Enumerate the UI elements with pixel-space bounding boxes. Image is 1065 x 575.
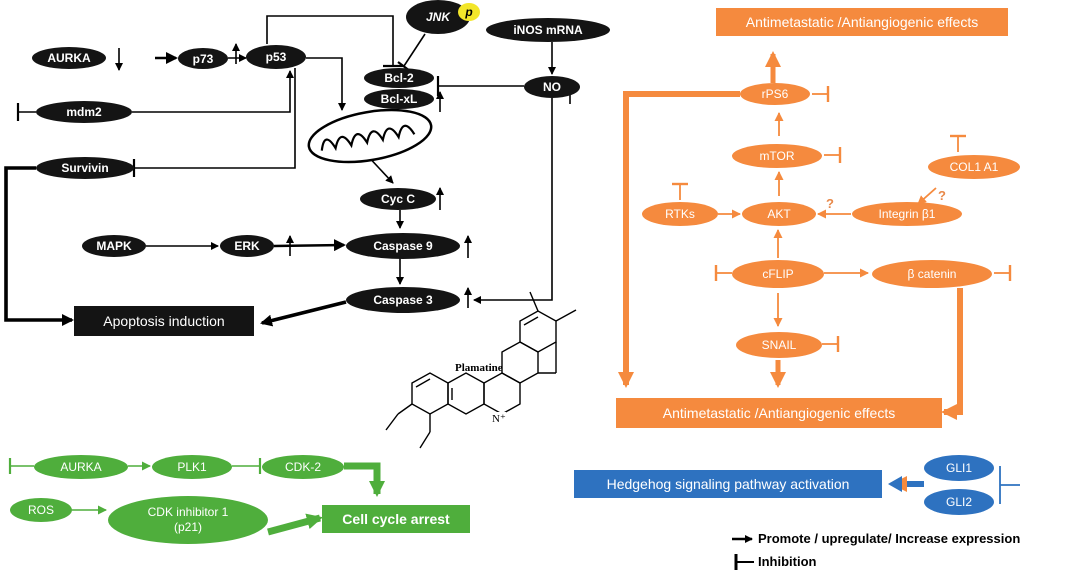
cdk-inhibitor-node: CDK inhibitor 1 (p21) (108, 496, 268, 544)
cdk2-node: CDK-2 (262, 455, 344, 479)
no-label: NO (543, 80, 561, 94)
caspase9-node: Caspase 9 (346, 233, 460, 259)
p73-node: p73 (178, 48, 228, 69)
cell-cycle-arrest-label: Cell cycle arrest (342, 511, 450, 527)
plamatine-cation: N⁺ (492, 412, 506, 425)
rps6-node: rPS6 (740, 83, 810, 105)
metastasis-connectors (618, 51, 1012, 420)
mtor-label: mTOR (759, 149, 795, 163)
gli1-label: GLI1 (945, 461, 972, 475)
cell-cycle-connectors (8, 458, 385, 536)
hedgehog-activation-box: Hedgehog signaling pathway activation (574, 470, 882, 498)
jnk-phospho-badge: p (458, 3, 480, 21)
effects-top-label: Antimetastatic /Antiangiogenic effects (745, 14, 979, 30)
gli2-label: GLI2 (945, 495, 972, 509)
effects-bottom-box: Antimetastatic /Antiangiogenic effects (616, 398, 942, 428)
no-node: NO (524, 76, 580, 98)
p53-node: p53 (246, 45, 306, 69)
bcl2-label: Bcl-2 (384, 71, 414, 85)
akt-question-mark: ? (826, 196, 834, 211)
mtor-node: mTOR (732, 144, 822, 168)
apoptosis-induction-box: Apoptosis induction (74, 306, 254, 336)
rtks-node: RTKs (642, 202, 718, 226)
akt-label: AKT (767, 207, 791, 221)
gli2-node: GLI2 (924, 489, 994, 515)
jnk-label: JNK (425, 10, 450, 24)
b-catenin-label: β catenin (907, 267, 957, 281)
cdk2-label: CDK-2 (284, 460, 321, 474)
akt-node: AKT (742, 202, 816, 226)
caspase3-label: Caspase 3 (373, 293, 433, 307)
cflip-node: cFLIP (732, 260, 824, 288)
aurka-node-cell-cycle: AURKA (34, 455, 128, 479)
legend-inhibition: Inhibition (758, 554, 817, 569)
cdk-inhibitor-line1: CDK inhibitor 1 (147, 505, 229, 519)
plk1-label: PLK1 (177, 460, 207, 474)
cyc-c-node: Cyc C (360, 188, 436, 210)
rtks-label: RTKs (665, 207, 695, 221)
plamatine-name: Plamatine (455, 362, 503, 374)
ros-node: ROS (10, 498, 72, 522)
cell-cycle-arrest-box: Cell cycle arrest (322, 505, 470, 533)
cyc-c-label: Cyc C (380, 192, 415, 206)
legend-symbols (732, 535, 754, 570)
cflip-label: cFLIP (762, 267, 794, 281)
effects-top-box: Antimetastatic /Antiangiogenic effects (716, 8, 1008, 36)
mapk-node: MAPK (82, 235, 146, 257)
integrin-b1-label: Integrin β1 (878, 207, 936, 221)
hedgehog-arrowhead (888, 476, 902, 492)
ros-label: ROS (27, 503, 54, 517)
apoptosis-connectors (4, 15, 574, 327)
mdm2-node: mdm2 (36, 101, 132, 123)
snail-node: SNAIL (736, 332, 822, 358)
survivin-label: Survivin (61, 161, 109, 175)
jnk-phospho-label: p (465, 5, 473, 19)
legend-promote: Promote / upregulate/ Increase expressio… (758, 531, 1021, 546)
plamatine-structure (385, 291, 577, 449)
bcl2-node: Bcl-2 (364, 68, 434, 88)
aurka-node-apoptosis: AURKA (32, 47, 106, 69)
integrin-b1-node: Integrin β1 (852, 202, 962, 226)
col1a1-node: COL1 A1 (928, 155, 1020, 179)
aurka-cc-label: AURKA (60, 460, 102, 474)
snail-label: SNAIL (761, 338, 797, 352)
mitochondria-icon (307, 108, 433, 164)
plk1-node: PLK1 (152, 455, 232, 479)
erk-node: ERK (220, 235, 274, 257)
rps6-label: rPS6 (761, 87, 789, 101)
bclxl-label: Bcl-xL (380, 92, 418, 106)
col1a1-label: COL1 A1 (949, 160, 999, 174)
erk-label: ERK (234, 239, 260, 253)
mdm2-label: mdm2 (66, 105, 102, 119)
hedgehog-activation-label: Hedgehog signaling pathway activation (606, 476, 850, 492)
p73-label: p73 (192, 51, 214, 66)
mapk-label: MAPK (96, 239, 132, 253)
caspase3-node: Caspase 3 (346, 287, 460, 313)
apoptosis-induction-label: Apoptosis induction (103, 313, 225, 329)
bclxl-node: Bcl-xL (364, 89, 434, 109)
aurka-label: AURKA (47, 51, 91, 65)
effects-bottom-label: Antimetastatic /Antiangiogenic effects (662, 405, 896, 421)
gli1-node: GLI1 (924, 455, 994, 481)
caspase9-label: Caspase 9 (373, 239, 433, 253)
col1a1-question-mark: ? (938, 188, 946, 203)
b-catenin-node: β catenin (872, 260, 992, 288)
inos-mrna-label: iNOS mRNA (513, 23, 583, 37)
cdk-inhibitor-line2: (p21) (173, 520, 202, 534)
p53-label: p53 (265, 50, 287, 64)
survivin-node: Survivin (36, 157, 134, 179)
inos-mrna-node: iNOS mRNA (486, 18, 610, 42)
